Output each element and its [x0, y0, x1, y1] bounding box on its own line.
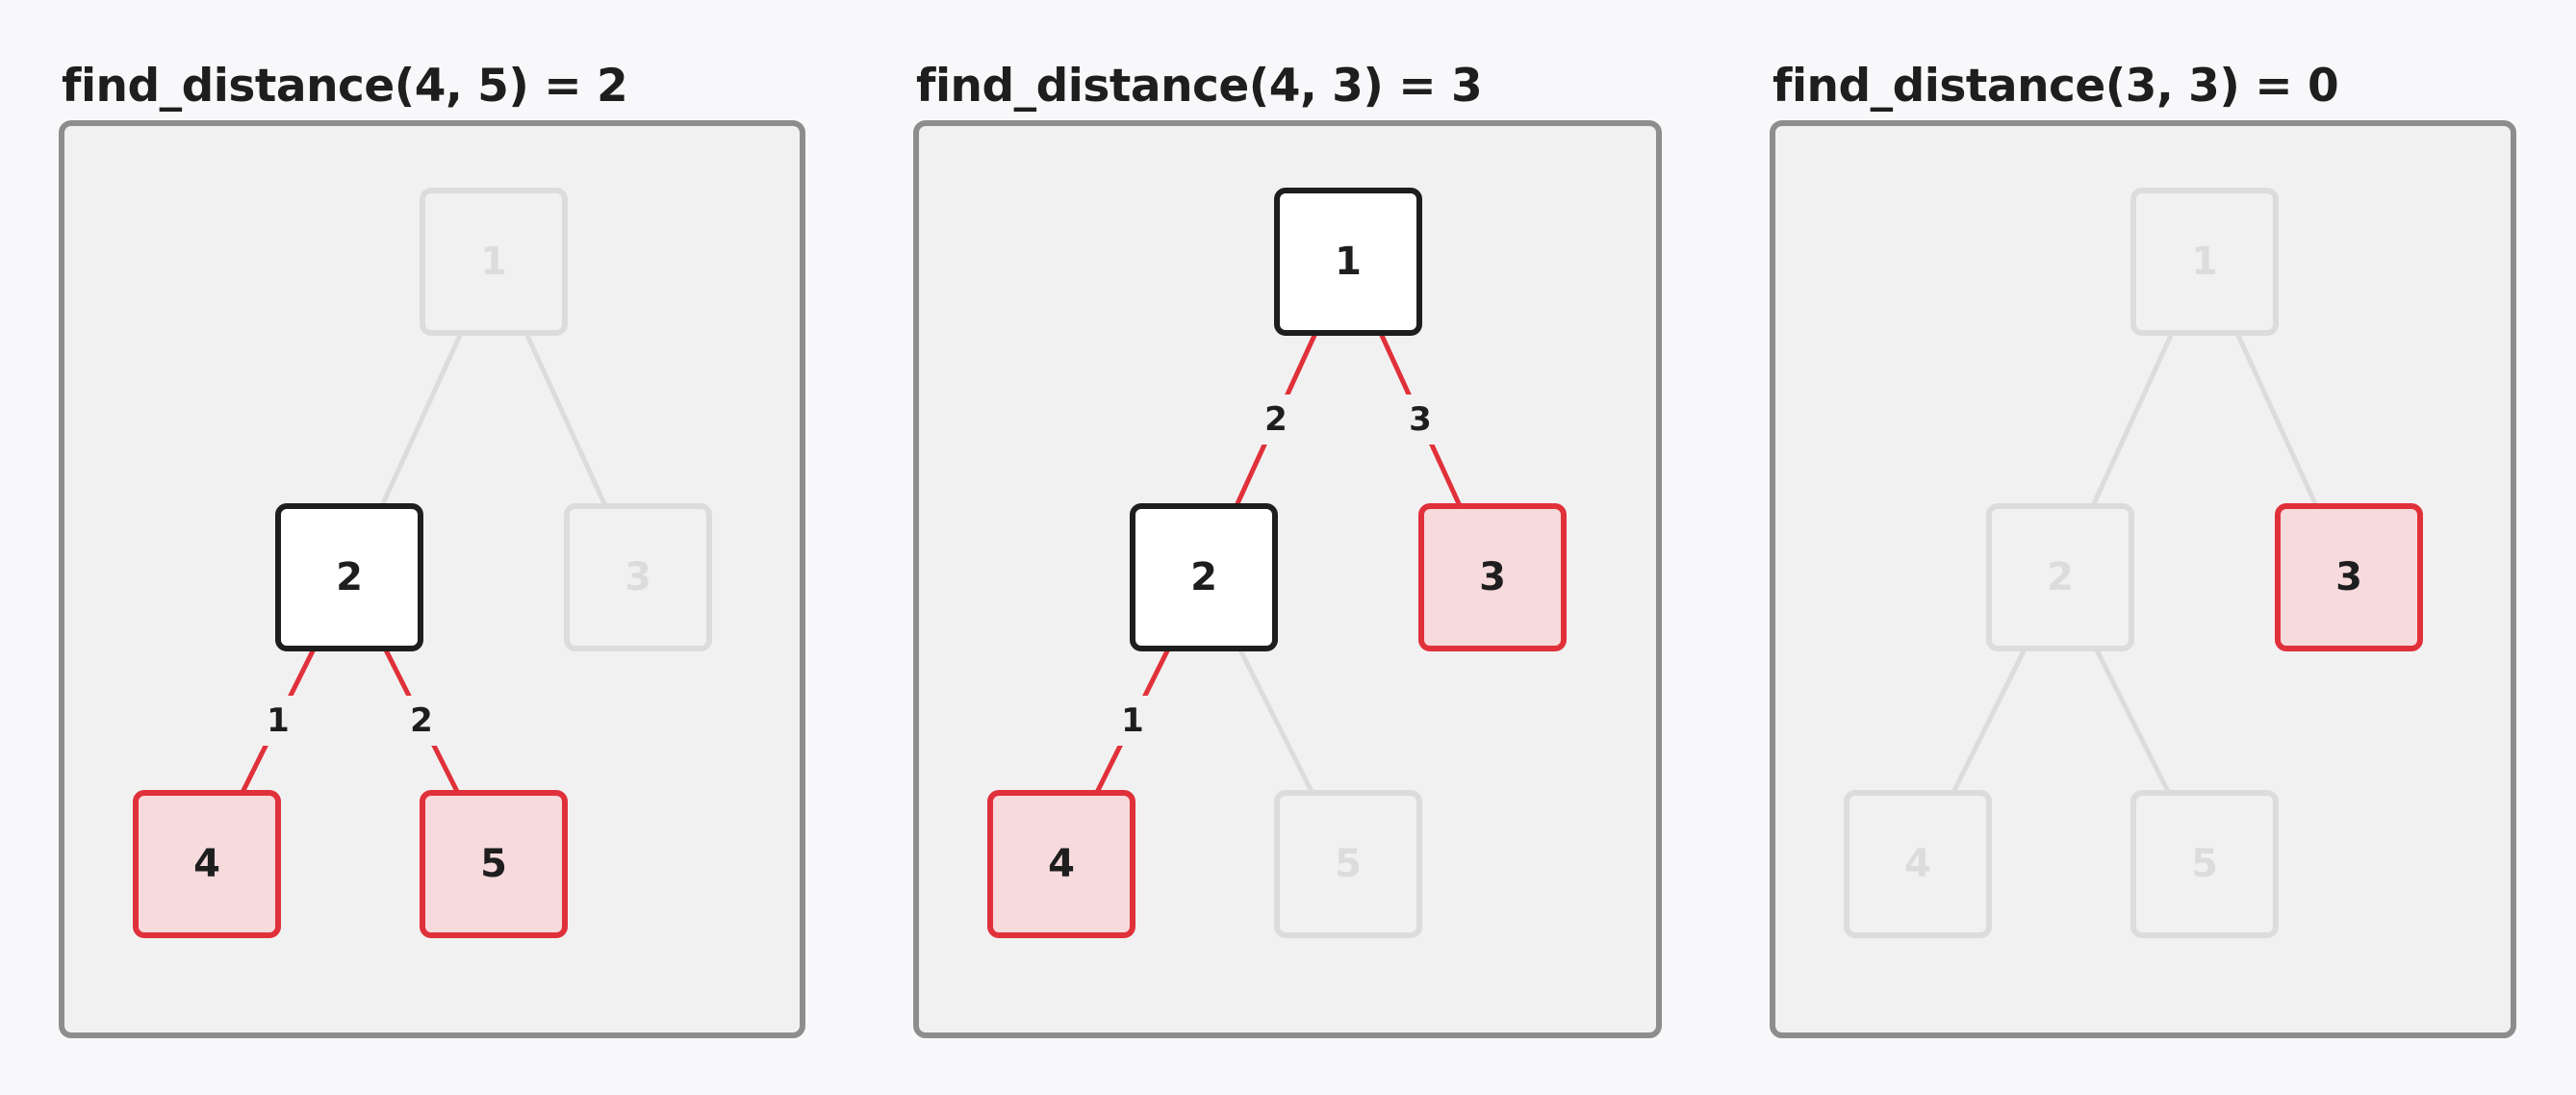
tree-node-3: 3	[1418, 503, 1567, 651]
node-label: 4	[193, 842, 220, 886]
tree-node-1: 1	[2130, 188, 2279, 336]
panel-title-3: find_distance(3, 3) = 0	[1773, 60, 2339, 113]
edge-line	[524, 331, 607, 508]
node-box	[564, 503, 712, 651]
node-box	[2275, 503, 2423, 651]
panel-title-1: find_distance(4, 5) = 2	[62, 60, 628, 113]
tree-node-3: 3	[2275, 503, 2423, 651]
edge-line	[2094, 647, 2171, 795]
panel-3: 1 2 3 4 5	[1770, 120, 2516, 1038]
edge-line	[1951, 647, 2028, 795]
edge-2-4: 1	[240, 647, 317, 795]
edge-1-2	[380, 331, 463, 508]
node-label: 2	[1190, 555, 1217, 599]
edge-line	[2091, 331, 2174, 508]
edge-line	[2235, 331, 2318, 508]
node-box	[1986, 503, 2134, 651]
node-label: 1	[2191, 240, 2218, 284]
edge-2-5	[2094, 647, 2171, 795]
tree-node-2: 2	[1986, 503, 2134, 651]
edge-2-5: 2	[383, 647, 460, 795]
node-box	[133, 790, 281, 938]
tree-node-2: 2	[275, 503, 423, 651]
panel-title-2: find_distance(4, 3) = 3	[916, 60, 1483, 113]
tree-node-1: 1	[1274, 188, 1422, 336]
tree-node-1: 1	[420, 188, 568, 336]
edge-weight-label: 1	[267, 701, 290, 740]
node-label: 5	[1335, 842, 1362, 886]
node-box	[2130, 188, 2279, 336]
edge-1-2	[2091, 331, 2174, 508]
node-box	[1418, 503, 1567, 651]
edge-label-bg	[1253, 395, 1299, 445]
node-box	[420, 790, 568, 938]
node-box	[420, 188, 568, 336]
node-label: 3	[625, 555, 651, 599]
node-label: 4	[1048, 842, 1075, 886]
edge-2-4: 1	[1094, 647, 1171, 795]
node-box	[1274, 188, 1422, 336]
node-label: 4	[1904, 842, 1931, 886]
panel-1: 1 2 1 2 3 4 5	[59, 120, 805, 1038]
panel-2: 2 3 1 1 2 3 4 5	[913, 120, 1662, 1038]
edge-line	[1237, 647, 1314, 795]
tree-node-4: 4	[1844, 790, 1992, 938]
tree-node-4: 4	[987, 790, 1135, 938]
tree-node-2: 2	[1130, 503, 1278, 651]
tree-node-4: 4	[133, 790, 281, 938]
node-label: 2	[336, 555, 363, 599]
node-label: 1	[1335, 240, 1362, 284]
edge-2-5	[1237, 647, 1314, 795]
edge-1-2: 2	[1235, 331, 1317, 508]
edge-label-bg	[255, 696, 301, 746]
node-box	[1130, 503, 1278, 651]
tree-node-3: 3	[564, 503, 712, 651]
edge-weight-label: 2	[410, 701, 433, 740]
edge-label-bg	[398, 696, 445, 746]
node-label: 5	[480, 842, 507, 886]
node-box	[2130, 790, 2279, 938]
node-label: 5	[2191, 842, 2218, 886]
node-label: 3	[2335, 555, 2362, 599]
edge-weight-label: 3	[1409, 400, 1432, 439]
node-box	[1274, 790, 1422, 938]
tree-node-5: 5	[1274, 790, 1422, 938]
edge-1-3	[2235, 331, 2318, 508]
node-box	[987, 790, 1135, 938]
node-box	[275, 503, 423, 651]
edge-label-bg	[1397, 395, 1443, 445]
edge-weight-label: 2	[1264, 400, 1288, 439]
edge-1-3	[524, 331, 607, 508]
edge-1-3: 3	[1379, 331, 1462, 508]
node-label: 3	[1479, 555, 1506, 599]
node-label: 2	[2047, 555, 2074, 599]
edge-line	[380, 331, 463, 508]
edge-weight-label: 1	[1121, 701, 1144, 740]
node-label: 1	[480, 240, 507, 284]
tree-node-5: 5	[2130, 790, 2279, 938]
node-box	[1844, 790, 1992, 938]
edge-2-4	[1951, 647, 2028, 795]
edge-label-bg	[1109, 696, 1156, 746]
tree-node-5: 5	[420, 790, 568, 938]
